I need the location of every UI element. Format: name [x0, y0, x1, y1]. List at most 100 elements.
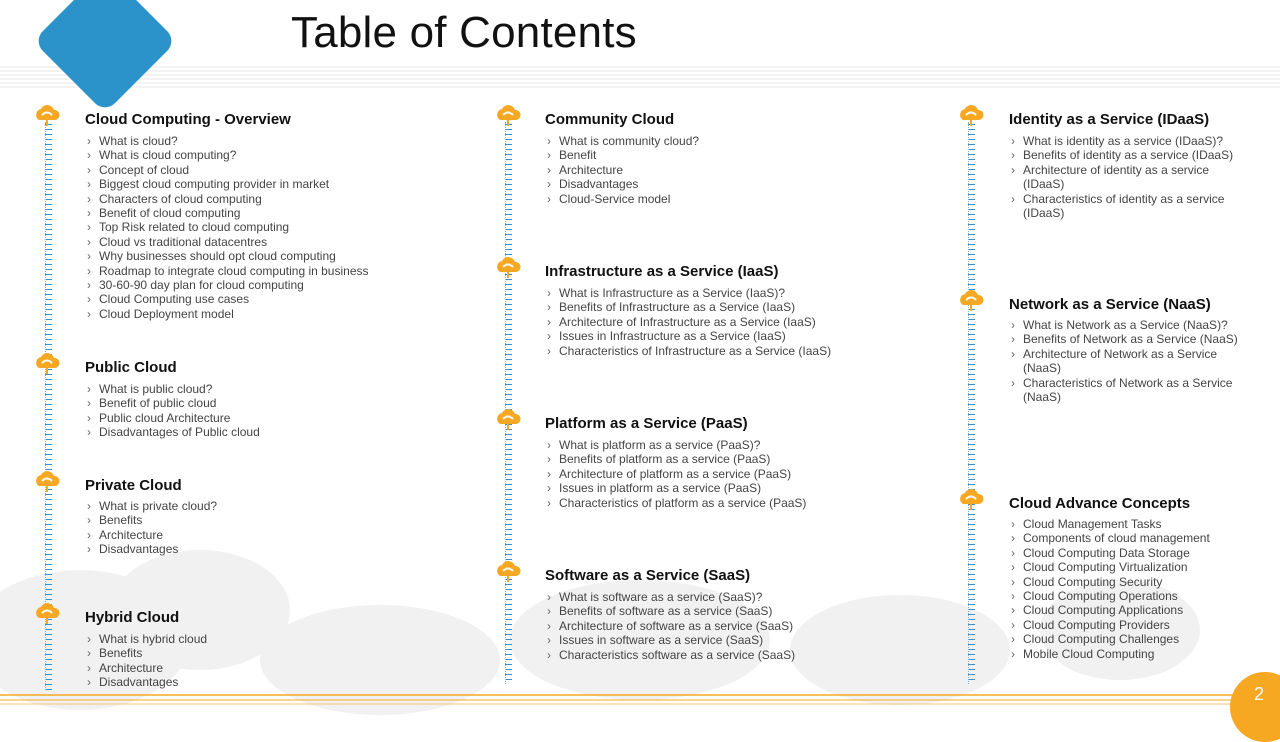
list-item: What is hybrid cloud: [85, 632, 465, 647]
cloud-icon: [494, 104, 522, 128]
section-title: Private Cloud: [85, 477, 182, 494]
list-item: Cloud Deployment model: [85, 307, 465, 322]
list-item: Issues in software as a service (SaaS): [545, 633, 935, 648]
list-item: Roadmap to integrate cloud computing in …: [85, 264, 465, 279]
cloud-icon: [33, 470, 61, 494]
section-items: What is hybrid cloud Benefits Architectu…: [85, 632, 465, 690]
list-item: What is cloud computing?: [85, 148, 465, 163]
list-item: Cloud-Service model: [545, 192, 925, 207]
list-item: Architecture of Network as a Service (Na…: [1009, 347, 1239, 376]
list-item: Issues in Infrastructure as a Service (I…: [545, 329, 935, 344]
section-items: What is identity as a service (IDaaS)? B…: [1009, 134, 1245, 220]
section-items: What is community cloud? Benefit Archite…: [545, 134, 925, 206]
list-item: Cloud Computing Providers: [1009, 618, 1249, 633]
list-item: Benefits: [85, 513, 465, 528]
section-items: Cloud Management Tasks Components of clo…: [1009, 517, 1249, 661]
section-items: What is cloud? What is cloud computing? …: [85, 134, 465, 322]
cloud-icon: [494, 560, 522, 584]
timeline-right: [968, 122, 975, 684]
timeline-left: [45, 122, 52, 690]
list-item: Disadvantages: [85, 675, 465, 690]
list-item: What is community cloud?: [545, 134, 925, 149]
list-item: What is Infrastructure as a Service (Iaa…: [545, 286, 935, 301]
section-title: Community Cloud: [545, 111, 675, 128]
page-title: Table of Contents: [291, 8, 637, 57]
list-item: Cloud Management Tasks: [1009, 517, 1249, 532]
list-item: Biggest cloud computing provider in mark…: [85, 177, 465, 192]
section-title: Hybrid Cloud: [85, 609, 180, 626]
list-item: Cloud Computing Security: [1009, 575, 1249, 590]
list-item: Characters of cloud computing: [85, 192, 465, 207]
decorative-diamond: [32, 0, 178, 114]
cloud-icon: [494, 256, 522, 280]
cloud-icon: [494, 408, 522, 432]
list-item: What is platform as a service (PaaS)?: [545, 438, 935, 453]
list-item: Benefit: [545, 148, 925, 163]
section-title: Infrastructure as a Service (IaaS): [545, 263, 779, 280]
list-item: Disadvantages: [545, 177, 925, 192]
cloud-icon: [33, 352, 61, 376]
list-item: What is identity as a service (IDaaS)?: [1009, 134, 1245, 149]
list-item: Cloud Computing Virtualization: [1009, 560, 1249, 575]
list-item: Top Risk related to cloud computing: [85, 220, 465, 235]
list-item: Cloud Computing use cases: [85, 292, 465, 307]
list-item: Why businesses should opt cloud computin…: [85, 249, 465, 264]
list-item: What is private cloud?: [85, 499, 465, 514]
list-item: Architecture of platform as a service (P…: [545, 467, 935, 482]
section-title: Platform as a Service (PaaS): [545, 415, 748, 432]
section-items: What is platform as a service (PaaS)? Be…: [545, 438, 935, 510]
list-item: Benefit of public cloud: [85, 396, 465, 411]
section-title: Cloud Advance Concepts: [1009, 495, 1191, 512]
list-item: Benefits: [85, 646, 465, 661]
list-item: Cloud Computing Applications: [1009, 603, 1249, 618]
list-item: Benefits of platform as a service (PaaS): [545, 452, 935, 467]
list-item: Characteristics of Network as a Service …: [1009, 376, 1239, 405]
header-band: [0, 66, 1280, 88]
list-item: Benefit of cloud computing: [85, 206, 465, 221]
list-item: Characteristics of Infrastructure as a S…: [545, 344, 935, 359]
section-title: Public Cloud: [85, 359, 177, 376]
list-item: Public cloud Architecture: [85, 411, 465, 426]
timeline-middle: [505, 122, 512, 684]
list-item: Architecture: [545, 163, 925, 178]
list-item: Cloud Computing Data Storage: [1009, 546, 1249, 561]
page-number-badge: [1230, 672, 1280, 742]
list-item: 30-60-90 day plan for cloud computing: [85, 278, 465, 293]
cloud-icon: [33, 602, 61, 626]
list-item: Benefits of Infrastructure as a Service …: [545, 300, 935, 315]
list-item: Architecture of identity as a service (I…: [1009, 163, 1245, 192]
list-item: Issues in platform as a service (PaaS): [545, 481, 935, 496]
list-item: Benefits of software as a service (SaaS): [545, 604, 935, 619]
footer-lines: [0, 694, 1280, 705]
list-item: Benefits of identity as a service (IDaaS…: [1009, 148, 1245, 163]
list-item: Architecture of software as a service (S…: [545, 619, 935, 634]
list-item: Architecture of Infrastructure as a Serv…: [545, 315, 935, 330]
list-item: Mobile Cloud Computing: [1009, 647, 1249, 662]
cloud-icon: [957, 104, 985, 128]
list-item: Architecture: [85, 528, 465, 543]
list-item: Components of cloud management: [1009, 531, 1249, 546]
section-title: Network as a Service (NaaS): [1009, 296, 1211, 313]
section-items: What is Infrastructure as a Service (Iaa…: [545, 286, 935, 358]
section-title: Identity as a Service (IDaaS): [1009, 111, 1210, 128]
list-item: Cloud Computing Operations: [1009, 589, 1249, 604]
list-item: Disadvantages of Public cloud: [85, 425, 465, 440]
list-item: Cloud vs traditional datacentres: [85, 235, 465, 250]
cloud-icon: [957, 488, 985, 512]
section-title: Software as a Service (SaaS): [545, 567, 751, 584]
section-items: What is private cloud? Benefits Architec…: [85, 499, 465, 557]
list-item: What is cloud?: [85, 134, 465, 149]
section-items: What is software as a service (SaaS)? Be…: [545, 590, 935, 662]
list-item: Cloud Computing Challenges: [1009, 632, 1249, 647]
section-title: Cloud Computing - Overview: [85, 111, 291, 128]
cloud-icon: [957, 289, 985, 313]
list-item: What is public cloud?: [85, 382, 465, 397]
list-item: Concept of cloud: [85, 163, 465, 178]
cloud-icon: [33, 104, 61, 128]
list-item: Disadvantages: [85, 542, 465, 557]
section-items: What is public cloud? Benefit of public …: [85, 382, 465, 440]
page-number: 2: [1254, 684, 1265, 704]
list-item: What is Network as a Service (NaaS)?: [1009, 318, 1239, 333]
list-item: Architecture: [85, 661, 465, 676]
list-item: Benefits of Network as a Service (NaaS): [1009, 332, 1239, 347]
